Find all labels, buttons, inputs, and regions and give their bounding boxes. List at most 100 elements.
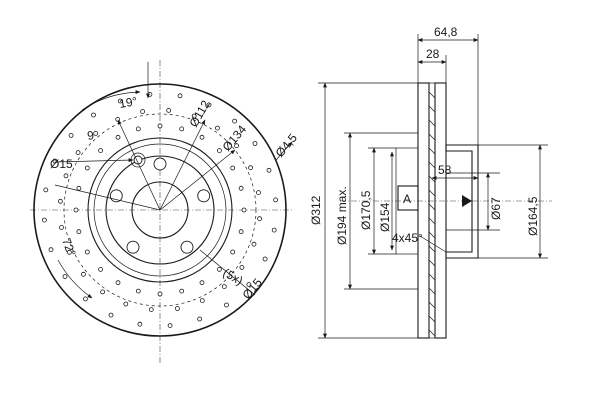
drill-hole	[206, 102, 212, 108]
bolt-hole	[109, 189, 123, 203]
drill-hole	[63, 173, 69, 179]
drill-hole	[137, 321, 143, 327]
drill-hole	[262, 256, 268, 262]
label-15-bottom: Ø15	[240, 275, 266, 302]
label-58: 58	[438, 163, 452, 177]
drill-hole	[75, 150, 81, 156]
label-4x45: 4x45°	[392, 231, 423, 245]
bolt-hole	[180, 240, 194, 254]
leader-134	[159, 149, 236, 211]
label-64-8: 64,8	[434, 25, 458, 39]
section-view: 64,8 28 Ø312 Ø194 max. Ø170,5 Ø154 58 A …	[309, 25, 552, 339]
drill-hole	[83, 296, 88, 302]
center-bore	[131, 181, 189, 239]
drill-hole	[167, 323, 173, 329]
drill-pattern-circle	[63, 113, 257, 307]
friction-plate-inner	[434, 82, 447, 339]
drill-hole	[230, 249, 236, 255]
bolt-hole	[153, 157, 167, 171]
label-154: Ø154	[378, 202, 392, 232]
drill-hole	[157, 291, 163, 297]
drill-hole	[232, 118, 238, 124]
label-112: Ø112	[186, 98, 213, 130]
bolt-holes	[109, 157, 211, 254]
drill-hole	[230, 165, 236, 171]
drill-hole	[179, 126, 185, 132]
label-170-5: Ø170,5	[359, 190, 373, 230]
vent-rib	[428, 105, 436, 113]
vent-rib	[428, 329, 436, 337]
drill-hole	[224, 302, 229, 308]
vent-rib	[428, 231, 436, 239]
drill-hole	[140, 109, 146, 114]
leader-4x45	[419, 235, 447, 253]
drill-hole	[148, 307, 154, 313]
label-164-5: Ø164,5	[526, 196, 540, 236]
hub-face-circle	[105, 155, 215, 265]
drill-hole	[166, 108, 172, 113]
drill-hole	[76, 185, 82, 191]
vent-rib	[428, 217, 436, 225]
vent-rib	[428, 245, 436, 253]
label-9: 9	[86, 128, 95, 143]
drill-hole	[76, 229, 82, 235]
vent-rib	[428, 273, 436, 281]
hat-inner-circle	[93, 143, 227, 277]
drill-hole	[179, 288, 185, 294]
arc-19deg	[81, 90, 141, 111]
vent-rib	[428, 147, 436, 155]
vent-rib	[428, 315, 436, 323]
leader-112	[159, 119, 206, 211]
drill-hole	[251, 241, 257, 247]
disc-outer-edge	[33, 83, 287, 337]
drill-hole	[197, 316, 203, 322]
drill-hole	[84, 249, 90, 255]
drill-hole	[234, 143, 240, 149]
drill-hole	[239, 264, 245, 270]
vent-rib	[428, 119, 436, 127]
leader-15-left	[54, 158, 134, 163]
drill-hole	[147, 92, 153, 97]
drill-hole	[115, 117, 121, 122]
drill-hole	[252, 141, 258, 146]
drill-hole	[257, 216, 263, 222]
drill-hole	[108, 312, 114, 318]
drill-hole	[123, 301, 129, 307]
label-4-5: Ø4,5	[273, 131, 301, 160]
drill-hole	[73, 207, 79, 213]
drill-hole	[273, 197, 279, 203]
drill-hole	[43, 187, 49, 193]
drill-hole	[81, 271, 86, 277]
datum-arrow	[462, 195, 472, 207]
drill-hole	[84, 165, 90, 171]
vent-rib	[428, 259, 436, 267]
hat-outer-circle	[87, 137, 233, 283]
drill-hole	[191, 113, 197, 119]
label-72deg: 72°	[59, 236, 78, 258]
drill-hole	[238, 185, 244, 191]
drill-hole	[135, 126, 141, 132]
drill-hole	[115, 280, 121, 286]
drill-hole	[241, 207, 247, 213]
drill-hole	[91, 112, 96, 118]
drill-hole	[68, 132, 74, 138]
bolt-hole	[126, 240, 140, 254]
drill-hole	[199, 134, 205, 140]
drill-hole	[98, 148, 103, 154]
leader-15-bottom	[199, 249, 256, 296]
leader-4-5	[275, 141, 293, 161]
drill-hole	[67, 249, 72, 255]
drill-hole	[58, 198, 63, 204]
label-194: Ø194 max.	[335, 186, 349, 245]
drill-hole	[117, 98, 123, 104]
drill-hole	[98, 266, 103, 272]
vent-rib	[428, 287, 436, 295]
bolt-hole	[197, 189, 211, 203]
vent-rib	[428, 301, 436, 309]
datum-a-box	[397, 185, 419, 211]
cooling-vents	[428, 91, 436, 337]
drill-hole	[248, 165, 254, 171]
drill-hole	[59, 224, 64, 230]
leader-19deg	[117, 119, 161, 211]
label-312: Ø312	[309, 195, 323, 225]
